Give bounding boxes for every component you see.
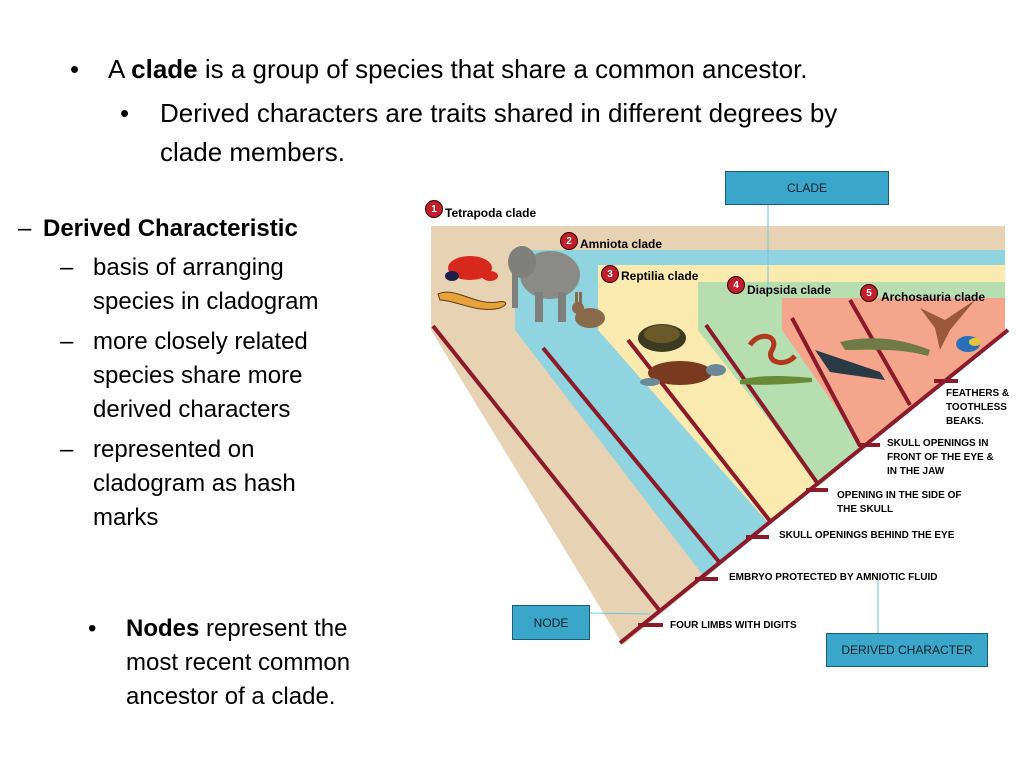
clade-label-text: Reptilia clade: [621, 269, 699, 283]
derived-character-label: SKULL OPENINGS BEHIND THE EYE: [779, 530, 955, 541]
derived-item-line: derived characters: [93, 396, 291, 423]
derived-characteristic-block: – Derived Characteristic – basis of arra…: [18, 212, 398, 535]
clade-label-text: Amniota clade: [580, 237, 663, 251]
pterosaur-icon: [920, 300, 975, 350]
dash-marker: –: [60, 254, 74, 281]
bullet-dot: •: [88, 615, 97, 642]
derived-item-line: species share more: [93, 362, 303, 389]
clade-number-badge: 4: [727, 276, 745, 294]
derived-item-line: cladogram as hash: [93, 470, 296, 497]
branch-line: [848, 299, 912, 406]
nodes-line: ancestor of a clade.: [126, 683, 336, 710]
branch-line: [431, 324, 662, 613]
derived-character-box: DERIVED CHARACTER: [826, 633, 988, 667]
node-box: NODE: [512, 605, 590, 640]
elephant-icon: [508, 246, 580, 322]
derived-item-line: species in cladogram: [93, 288, 319, 315]
bird-icon: [956, 336, 981, 352]
bullet-line: Derived characters are traits shared in …: [160, 98, 838, 128]
derived-item-line: marks: [93, 504, 159, 531]
bullet-dot: •: [120, 98, 130, 128]
clade-label-text: Tetrapoda clade: [445, 206, 537, 220]
snake-icon: [747, 333, 797, 366]
clade-number-badge: 3: [601, 265, 619, 283]
clade-number-badge: 5: [860, 284, 878, 302]
derived-character-label: OPENING IN THE SIDE OF THE SKULL: [837, 490, 962, 515]
clade-label-text: Diapsida clade: [747, 283, 832, 297]
clade-label-diapsida: 4 Diapsida clade: [727, 273, 831, 297]
crocodile-icon: [815, 350, 885, 380]
clade-label-reptilia: 3 Reptilia clade: [601, 265, 698, 283]
rabbit-icon: [572, 292, 605, 328]
lizard-icon: [740, 376, 812, 385]
bullet-bold-term: clade: [131, 54, 198, 84]
derived-character-label: EMBRYO PROTECTED BY AMNIOTIC FLUID: [729, 572, 938, 583]
derived-character-label: SKULL OPENINGS IN FRONT OF THE EYE & IN …: [887, 438, 994, 477]
dash-marker: –: [60, 328, 74, 355]
clade-label-text: Archosauria clade: [881, 290, 986, 304]
nodes-line: most recent common: [126, 649, 351, 676]
salamander-icon: [437, 291, 507, 310]
bullet-rest: is a group of species that share a commo…: [197, 54, 808, 84]
derived-item-line: basis of arranging: [93, 254, 284, 281]
clade-box: CLADE: [725, 171, 889, 205]
tortoise-icon: [638, 324, 686, 352]
clade-label-archosauria: 5 Archosauria clade: [860, 282, 985, 304]
sea-turtle-icon: [640, 361, 726, 386]
bullet-prefix: A: [108, 54, 132, 84]
frog-icon: [445, 256, 498, 281]
bullet-dot: •: [70, 54, 80, 84]
dash-marker: –: [18, 215, 32, 242]
clade-label-tetrapoda: 1 Tetrapoda clade: [425, 198, 536, 220]
derived-item-line: represented on: [93, 436, 255, 463]
node-connector-line: [587, 612, 651, 615]
derived-item-line: more closely related: [93, 328, 308, 355]
nodes-line: represent the: [199, 615, 348, 642]
derived-character-label: FEATHERS & TOOTHLESS BEAKS.: [946, 388, 1010, 427]
derived-character-label: FOUR LIMBS WITH DIGITS: [670, 620, 797, 631]
nodes-bold-term: Nodes: [126, 615, 200, 642]
branch-line: [541, 346, 722, 565]
bullet-line: clade members.: [160, 137, 345, 167]
branch-line: [790, 317, 862, 447]
clade-number-badge: 1: [425, 200, 443, 218]
clade-label-amniota: 2 Amniota clade: [560, 231, 662, 251]
dash-marker: –: [60, 436, 74, 463]
clade-number-badge: 2: [560, 232, 578, 250]
alligator-icon: [840, 338, 930, 356]
branch-line: [704, 323, 820, 486]
derived-heading: Derived Characteristic: [43, 215, 298, 242]
